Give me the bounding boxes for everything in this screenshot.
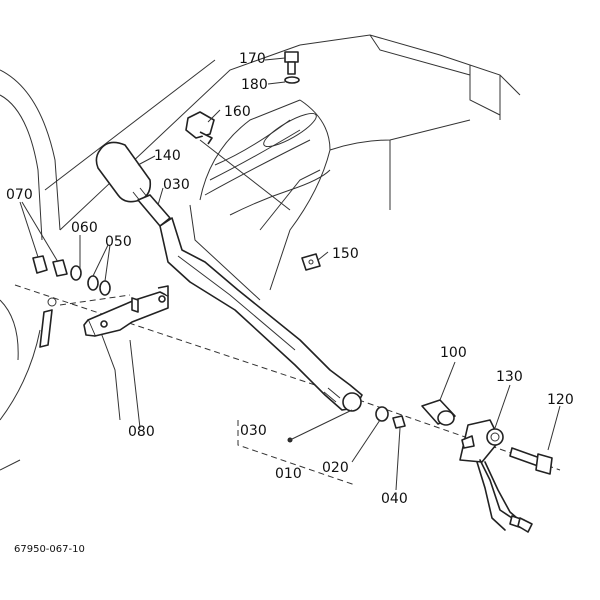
lever-bracket (83, 285, 169, 337)
label-010: 010 (275, 466, 302, 482)
label-030-bottom: 030 (240, 423, 267, 439)
label-120: 120 (547, 392, 574, 408)
clip-150 (301, 253, 321, 271)
nuts-washers (32, 255, 111, 348)
label-130: 130 (496, 369, 523, 385)
label-020: 020 (322, 460, 349, 476)
label-170: 170 (239, 51, 266, 67)
drawing-code: 67950-067-10 (14, 544, 85, 555)
label-140: 140 (154, 148, 181, 164)
label-050: 050 (105, 234, 132, 250)
small-parts (287, 406, 406, 443)
bolt-120 (509, 447, 553, 475)
label-040: 040 (381, 491, 408, 507)
label-070: 070 (6, 187, 33, 203)
lever-knob (95, 141, 152, 203)
label-100: 100 (440, 345, 467, 361)
bolt-170 (284, 51, 300, 84)
label-030-top: 030 (163, 177, 190, 193)
label-180: 180 (241, 77, 268, 93)
grip-sleeve (137, 194, 171, 227)
lever-arm (159, 217, 363, 412)
switch-130 (459, 419, 533, 533)
label-080: 080 (128, 424, 155, 440)
body-outline (0, 34, 521, 471)
label-150: 150 (332, 246, 359, 262)
sleeve-100 (421, 399, 456, 426)
part-labels: 170 180 160 140 030 070 060 050 150 080 … (6, 51, 574, 507)
knob-160 (185, 111, 215, 145)
leader-lines (19, 57, 561, 491)
label-160: 160 (224, 104, 251, 120)
label-060: 060 (71, 220, 98, 236)
